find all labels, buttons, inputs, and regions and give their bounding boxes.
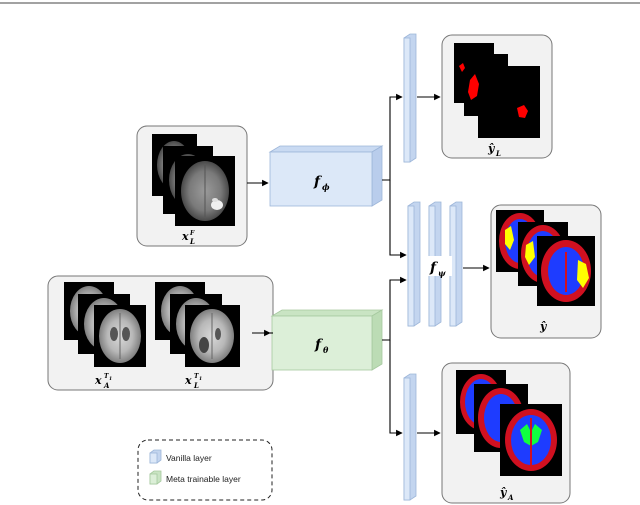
flair-input-sub: L	[189, 237, 195, 246]
f-psi-sub: ψ	[438, 268, 446, 278]
f-phi-block: f ϕ	[268, 145, 384, 207]
flair-input-panel: x L F	[136, 125, 248, 247]
legend-vanilla-label: Vanilla layer	[166, 453, 212, 463]
atlas-decoder-layer	[403, 373, 417, 501]
t1-lesion-sup: T	[194, 373, 199, 380]
lesion-output-panel: ŷ L	[441, 34, 553, 159]
t1-lesion-sup2: 1	[199, 376, 202, 382]
f-psi-label: f	[429, 260, 439, 276]
f-theta-label: f	[314, 337, 324, 353]
f-phi-sub: ϕ	[322, 182, 330, 192]
t1-input-panel: x A T 1 x L T 1	[47, 275, 274, 391]
legend-vanilla-swatch	[149, 449, 162, 464]
f-phi-label: f	[313, 174, 323, 190]
t1-atlas-sup2: 1	[109, 376, 112, 382]
legend-meta-swatch	[149, 470, 162, 485]
f-theta-block: f θ	[270, 309, 384, 371]
tissue-output-panel: ŷ	[490, 204, 602, 339]
flair-input-sup: F	[189, 230, 195, 237]
lesion-output-label: ŷ	[487, 142, 496, 155]
t1-lesion-label: x	[184, 374, 192, 387]
f-theta-sub: θ	[323, 345, 329, 355]
legend: Vanilla layer Meta trainable layer	[137, 439, 273, 501]
lesion-output-sub: L	[495, 149, 501, 158]
lesion-decoder-layer	[403, 33, 417, 163]
f-psi-label-bg	[426, 256, 452, 276]
atlas-output-sub: A	[507, 493, 514, 502]
t1-atlas-label: x	[94, 374, 102, 387]
t1-atlas-sup: T	[104, 373, 109, 380]
t1-atlas-sub: A	[103, 381, 110, 390]
tissue-output-label: ŷ	[539, 320, 548, 333]
t1-lesion-sub: L	[193, 381, 199, 390]
atlas-output-label: ŷ	[499, 486, 508, 499]
flair-input-label: x	[181, 230, 189, 243]
atlas-output-panel: ŷ A	[441, 362, 571, 504]
legend-meta-label: Meta trainable layer	[166, 474, 241, 484]
connectors	[382, 93, 407, 437]
